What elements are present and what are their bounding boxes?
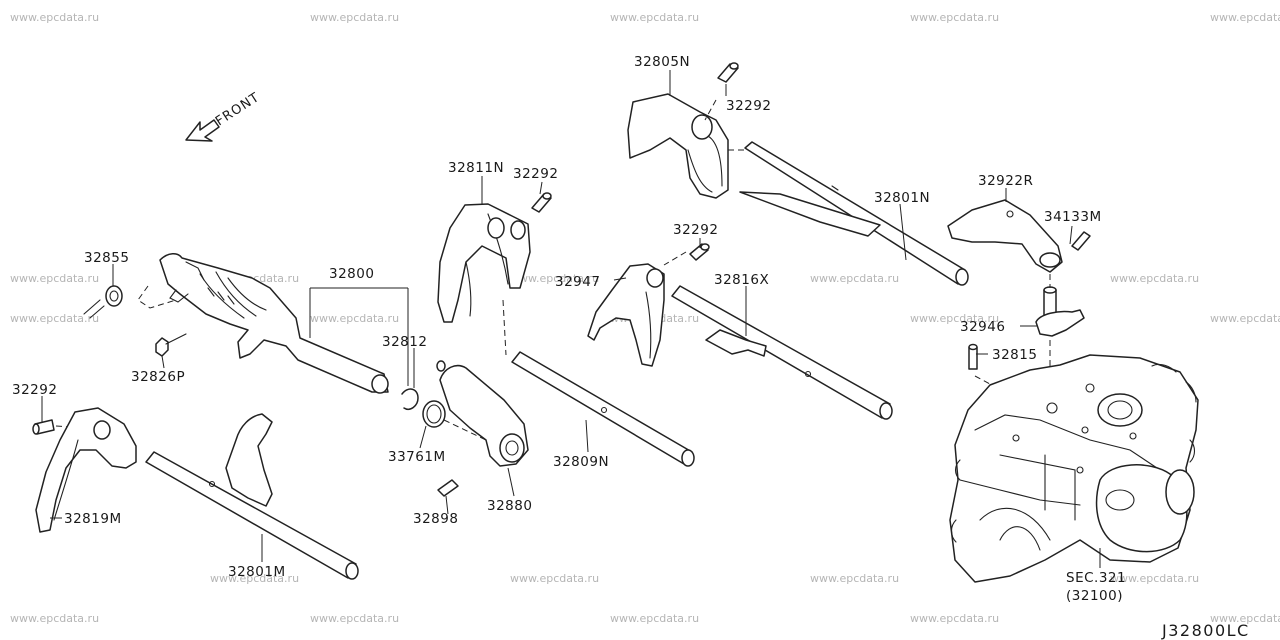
watermark: www.epcdata.ru (810, 572, 899, 585)
part-label-32815[interactable]: 32815 (992, 347, 1037, 363)
watermark: www.epcdata.ru (1210, 612, 1280, 625)
part-label-32292[interactable]: 32292 (673, 222, 718, 238)
shift-shaft-assembly-32800 (159, 253, 389, 394)
dashed-guide (137, 285, 177, 309)
pin-32292-mid (531, 192, 552, 213)
part-label-33761M[interactable]: 33761M (388, 449, 446, 465)
watermark: www.epcdata.ru (510, 272, 599, 285)
shift-rod-32809N (511, 351, 695, 467)
part-label-32292[interactable]: 32292 (12, 382, 57, 398)
shift-rod-32816X (671, 285, 893, 420)
watermark: www.epcdata.ru (610, 11, 699, 24)
bracket-32922R (947, 199, 1063, 273)
part-label-32801M[interactable]: 32801M (228, 564, 286, 580)
part-label-32292[interactable]: 32292 (726, 98, 771, 114)
part-label-32801N[interactable]: 32801N (874, 190, 930, 206)
lever-32946 (1035, 286, 1085, 337)
pin-34133M (1071, 231, 1091, 251)
watermark: www.epcdata.ru (10, 612, 99, 625)
part-label-32880[interactable]: 32880 (487, 498, 532, 514)
front-label: FRONT (213, 90, 263, 129)
watermark: www.epcdata.ru (810, 272, 899, 285)
pin-32292-left (32, 419, 55, 435)
watermark: www.epcdata.ru (610, 612, 699, 625)
snap-ring-32812 (401, 388, 419, 410)
part-label-32898[interactable]: 32898 (413, 511, 458, 527)
pin-32898 (437, 479, 459, 497)
part-label-32816X[interactable]: 32816X (714, 272, 769, 288)
watermark: www.epcdata.ru (1210, 312, 1280, 325)
ring-33761M (422, 400, 446, 428)
part-label-32805N[interactable]: 32805N (634, 54, 690, 70)
watermark: www.epcdata.ru (10, 11, 99, 24)
leader-lines (41, 70, 1101, 568)
clip-32855 (83, 285, 123, 319)
lever-32880 (436, 360, 529, 467)
dashed-guide (443, 419, 487, 441)
bolt-32826P (155, 333, 187, 357)
shift-rod-32801N (739, 141, 969, 286)
part-label-32947[interactable]: 32947 (555, 274, 600, 290)
part-labels: 32805N 32292 32801N 32922R 34133M 32811N… (12, 54, 1126, 604)
watermark: www.epcdata.ru (910, 11, 999, 24)
watermark: www.epcdata.ru (10, 312, 99, 325)
section-reference-label[interactable]: SEC.321 (1066, 570, 1126, 586)
watermark: www.epcdata.ru (510, 572, 599, 585)
section-reference-sublabel: (32100) (1066, 588, 1123, 604)
shift-rod-32801M (145, 413, 359, 580)
watermark: www.epcdata.ru (310, 312, 399, 325)
front-direction-indicator: FRONT (185, 90, 263, 142)
watermark: www.epcdata.ru (310, 11, 399, 24)
pin-32292-right (689, 243, 710, 261)
part-label-32812[interactable]: 32812 (382, 334, 427, 350)
part-label-32811N[interactable]: 32811N (448, 160, 504, 176)
shift-fork-32819M (35, 407, 137, 533)
shift-fork-32947 (587, 263, 665, 367)
part-label-32809N[interactable]: 32809N (553, 454, 609, 470)
watermark: www.epcdata.ru (10, 272, 99, 285)
part-label-32826P[interactable]: 32826P (131, 369, 185, 385)
watermark: www.epcdata.ru (210, 572, 299, 585)
pin-32815 (968, 343, 978, 370)
watermark: www.epcdata.ru (910, 612, 999, 625)
shift-fork-32811N (437, 203, 531, 323)
watermark: www.epcdata.ru (310, 612, 399, 625)
front-arrow-icon (185, 119, 220, 142)
watermark: www.epcdata.ru (1110, 272, 1199, 285)
watermark: www.epcdata.ru (910, 312, 999, 325)
part-label-32855[interactable]: 32855 (84, 250, 129, 266)
dashed-guide (704, 99, 717, 121)
part-label-32946[interactable]: 32946 (960, 319, 1005, 335)
dashed-guide (663, 251, 687, 266)
pin-32292-top (717, 62, 739, 83)
part-label-32292[interactable]: 32292 (513, 166, 558, 182)
dashed-guide (502, 299, 507, 356)
watermark: www.epcdata.ru (1210, 11, 1280, 24)
diagram-code: J32800LC (1161, 621, 1250, 640)
part-label-32800[interactable]: 32800 (329, 266, 374, 282)
part-label-34133M[interactable]: 34133M (1044, 209, 1102, 225)
part-label-32922R[interactable]: 32922R (978, 173, 1033, 189)
watermark: www.epcdata.ru (1110, 572, 1199, 585)
transmission-housing-sec321 (949, 354, 1199, 583)
part-label-32819M[interactable]: 32819M (64, 511, 122, 527)
shift-fork-32805N (627, 93, 729, 199)
